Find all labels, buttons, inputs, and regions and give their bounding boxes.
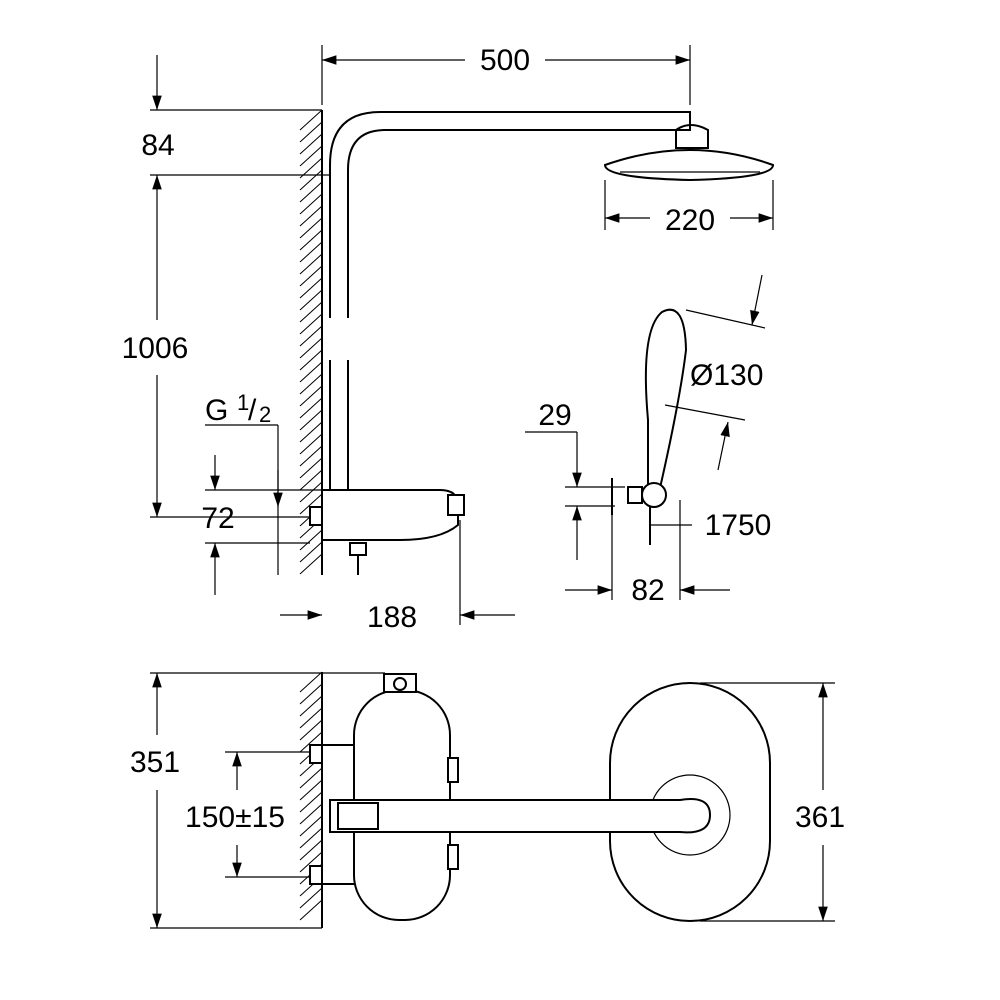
dim-arm-length: 500 xyxy=(480,44,530,77)
thermostat-side xyxy=(309,489,465,575)
hatch-line xyxy=(299,731,323,753)
hatch-line xyxy=(299,553,323,575)
hatch-line xyxy=(299,779,323,801)
head-shower xyxy=(603,149,775,182)
dim-holder-offset: 29 xyxy=(538,399,571,432)
hatch-line xyxy=(299,671,323,693)
hatch-line xyxy=(299,445,323,467)
hatch-line xyxy=(299,229,323,251)
hatch-line xyxy=(299,277,323,299)
dimension-lines xyxy=(150,45,835,929)
hatch-line xyxy=(299,839,323,861)
dim-height: 1006 xyxy=(122,332,189,365)
hatch-line xyxy=(299,469,323,491)
dim-head-diameter: 220 xyxy=(665,204,715,237)
hatch-line xyxy=(299,397,323,419)
hatch-line xyxy=(299,337,323,359)
hatch-line xyxy=(299,541,323,563)
hatch-line xyxy=(299,767,323,789)
hatch-line xyxy=(299,109,323,131)
hatch-line xyxy=(299,851,323,873)
hatch-line xyxy=(299,791,323,813)
hand-shower xyxy=(611,308,688,545)
dim-thread: G xyxy=(205,394,228,427)
hatch-line xyxy=(299,373,323,395)
dim-thermostat-height: 351 xyxy=(130,746,180,779)
hatch-line xyxy=(299,899,323,921)
hatch-line xyxy=(299,349,323,371)
hatch-line xyxy=(299,481,323,503)
hatch-line xyxy=(299,361,323,383)
thread-slash: / xyxy=(248,394,257,427)
hatch-line xyxy=(299,683,323,705)
dim-thread-num: 1 xyxy=(237,390,249,415)
dim-hand-shower-diameter: Ø130 xyxy=(690,359,763,392)
hatch-line xyxy=(299,815,323,837)
hatch-line xyxy=(299,133,323,155)
hatch-line xyxy=(299,325,323,347)
hatch-line xyxy=(299,719,323,741)
hatch-line xyxy=(299,409,323,431)
hatch-line xyxy=(299,241,323,263)
shower-column xyxy=(329,111,775,490)
hatch-line xyxy=(299,433,323,455)
hatch-line xyxy=(299,253,323,275)
dim-head-height: 361 xyxy=(795,801,845,834)
hatch-line xyxy=(299,217,323,239)
hatch-line xyxy=(299,421,323,443)
dim-thread-den: 2 xyxy=(259,402,271,427)
hatch-line xyxy=(299,529,323,551)
dim-inlet-offset: 72 xyxy=(201,502,234,535)
dim-thermostat-depth: 188 xyxy=(367,601,417,634)
hatch-line xyxy=(299,289,323,311)
hatch-line xyxy=(299,695,323,717)
hatch-line xyxy=(299,803,323,825)
wall-hatch-top xyxy=(299,109,323,575)
hatch-line xyxy=(299,265,323,287)
hatch-line xyxy=(299,385,323,407)
hatch-line xyxy=(299,707,323,729)
hatch-line xyxy=(299,169,323,191)
hatch-line xyxy=(299,827,323,849)
hatch-line xyxy=(299,313,323,335)
hatch-line xyxy=(299,181,323,203)
dim-hose-length: 1750 xyxy=(705,509,772,542)
dim-holder-depth: 82 xyxy=(631,574,664,607)
hatch-line xyxy=(299,205,323,227)
hatch-line xyxy=(299,457,323,479)
head-shower-front xyxy=(329,682,771,922)
hatch-line xyxy=(299,301,323,323)
hatch-line xyxy=(299,493,323,515)
dim-top-offset: 84 xyxy=(141,129,174,162)
dim-inlet-spacing: 150±15 xyxy=(185,801,285,834)
hatch-line xyxy=(299,887,323,909)
wall-hatch-bottom xyxy=(299,671,323,928)
hatch-line xyxy=(299,145,323,167)
hatch-line xyxy=(299,121,323,143)
thermostat-front xyxy=(309,673,459,921)
hatch-line xyxy=(299,193,323,215)
